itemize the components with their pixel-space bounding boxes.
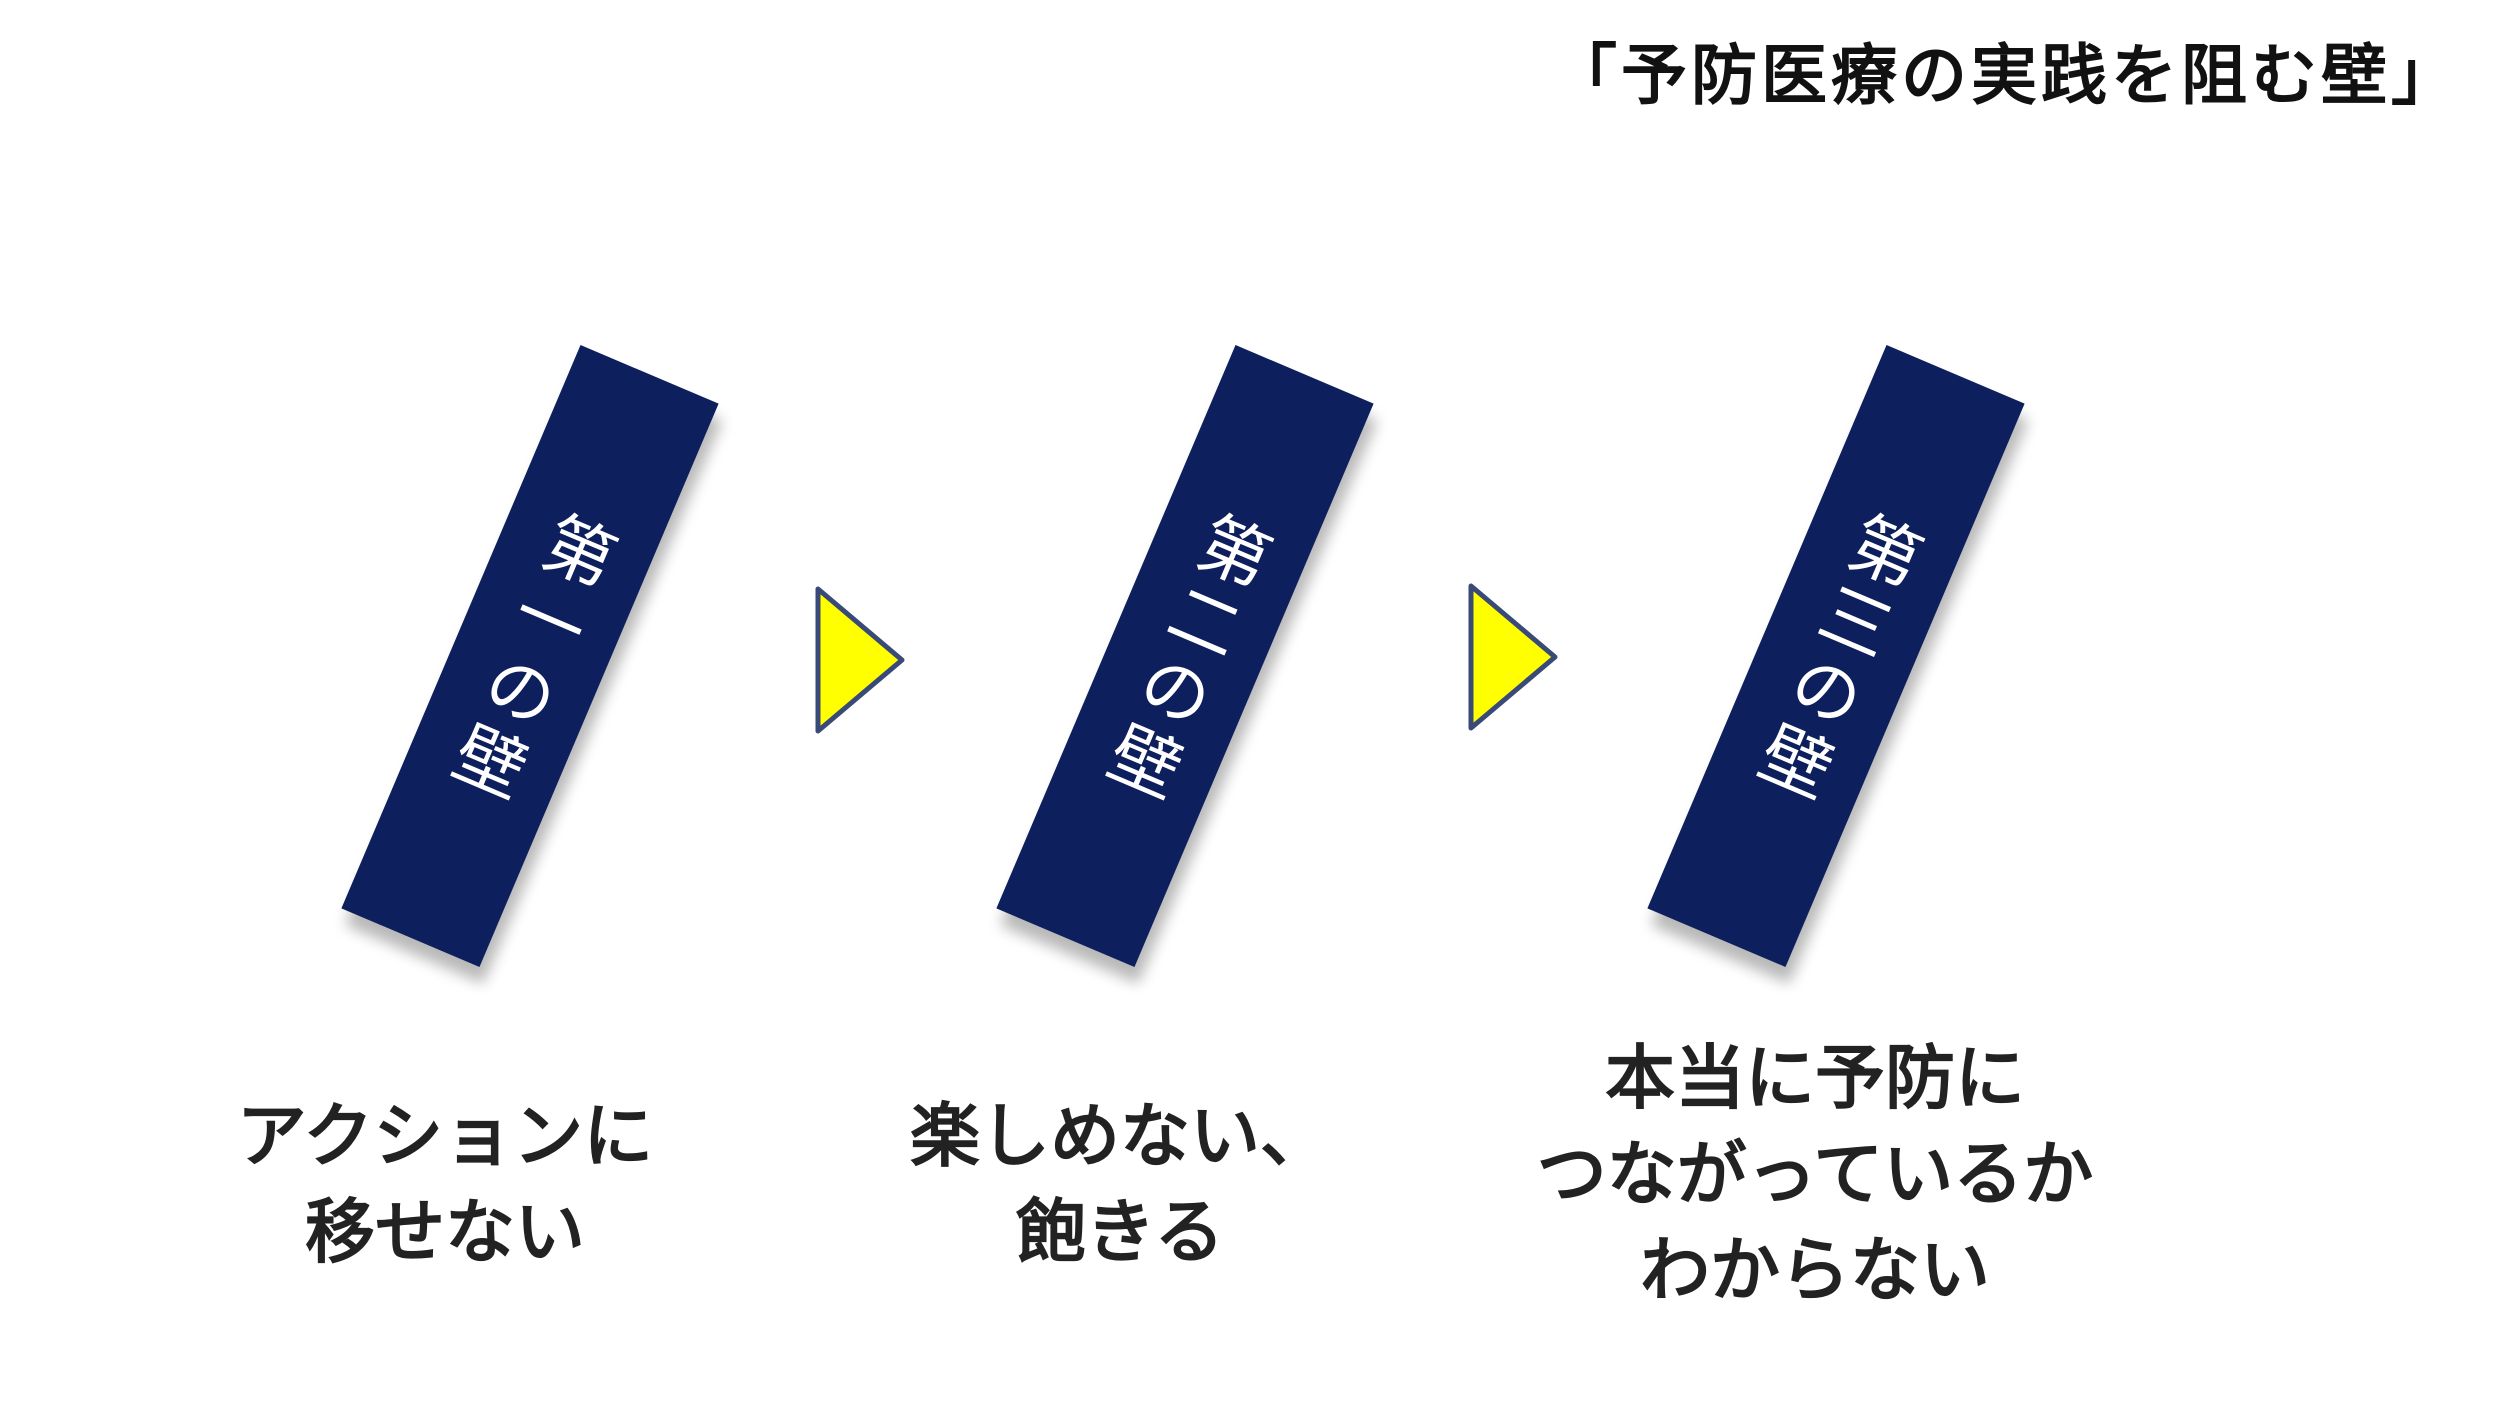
wall-3-label: 第三の壁 <box>1738 499 1933 812</box>
wall-2-label: 第二の壁 <box>1087 499 1282 812</box>
caption-line: 本当に予防に <box>1605 1037 2025 1119</box>
page-title: 「予防医療の実践を阻む壁」 <box>1551 37 2461 114</box>
wall-1-caption: アクションに 移せない <box>205 1088 685 1280</box>
caption-line: 移せない <box>305 1191 585 1273</box>
caption-line: 楽しめない、 <box>910 1095 1330 1177</box>
caption-line: 飽きる <box>1015 1191 1225 1273</box>
triangle-right-icon <box>1468 583 1558 731</box>
wall-3: 第三の壁 <box>1647 345 2025 967</box>
wall-2-caption: 楽しめない、 飽きる <box>880 1088 1360 1280</box>
caption-line: アクションに <box>236 1095 654 1177</box>
caption-line: わからない <box>1640 1229 1990 1311</box>
wall-1: 第一の壁 <box>341 345 719 967</box>
wall-1-label: 第一の壁 <box>432 499 627 812</box>
wall-3-caption: 本当に予防に つながっているか わからない <box>1485 1030 2145 1318</box>
wall-2: 第二の壁 <box>996 345 1374 967</box>
caption-line: つながっているか <box>1536 1133 2094 1215</box>
triangle-right-icon <box>815 586 905 734</box>
